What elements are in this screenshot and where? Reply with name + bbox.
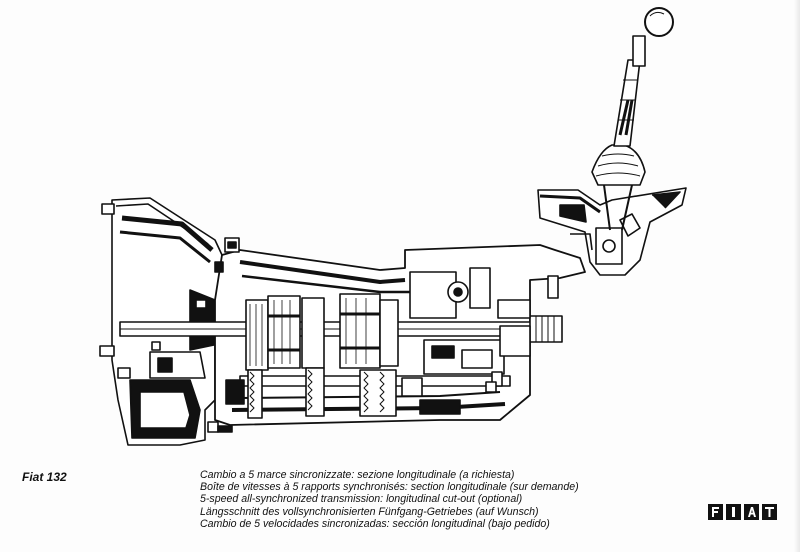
- caption-english: 5-speed all-synchronized transmission: l…: [200, 493, 523, 506]
- fasteners: [151, 275, 559, 433]
- page-edge: [794, 0, 800, 552]
- gear-lever: [591, 7, 674, 231]
- rear-extension: [409, 267, 531, 415]
- caption-german: Längsschnitt des vollsynchronisierten Fü…: [200, 505, 539, 518]
- model-label: Fiat 132: [22, 470, 67, 484]
- caption-block: Cambio a 5 marce sincronizzate: sezione …: [200, 469, 660, 530]
- caption-french: Boîte de vitesses à 5 rapports synchroni…: [200, 481, 579, 494]
- gearbox-cutaway-illustration: [99, 7, 687, 446]
- caption-italian: Cambio a 5 marce sincronizzate: sezione …: [200, 469, 515, 481]
- gears-main-shaft: [245, 293, 399, 371]
- gears-countershaft: [225, 367, 423, 419]
- caption-spanish: Cambio de 5 velocidades sincronizadas: s…: [200, 517, 550, 530]
- fiat-logo: [708, 504, 777, 520]
